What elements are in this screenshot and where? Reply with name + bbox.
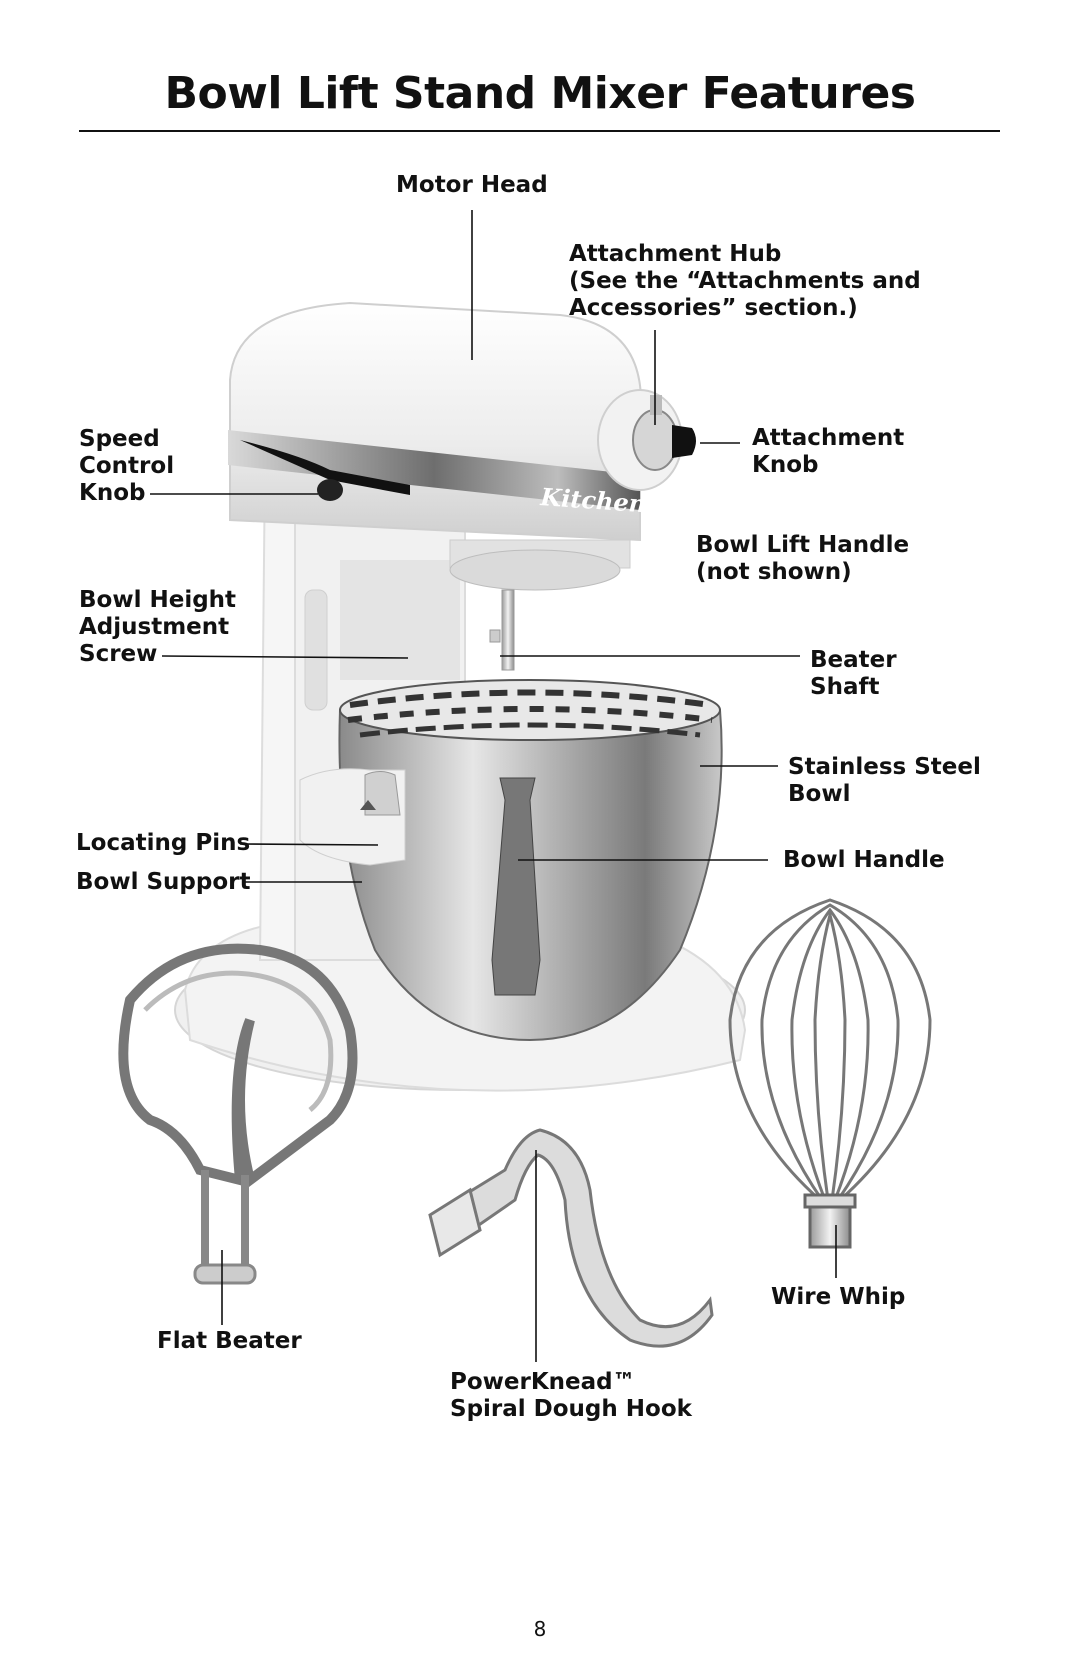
label-locating-pins: Locating Pins: [76, 830, 251, 856]
page-title: Bowl Lift Stand Mixer Features: [164, 68, 916, 119]
label-bowl-height-adjustment-screw: Bowl Height Adjustment Screw: [79, 587, 237, 667]
title-rule: [79, 130, 1000, 132]
bowl-handle: [491, 777, 541, 996]
label-motor-head: Motor Head: [396, 172, 548, 198]
leader-locating-pins: [239, 843, 379, 846]
wire-whip: [728, 898, 932, 1249]
label-beater-shaft: Beater Shaft: [810, 647, 897, 700]
leader-lines: [150, 210, 837, 1362]
attachment-hub: [597, 389, 696, 491]
label-bowl-support: Bowl Support: [76, 869, 251, 895]
label-wire-whip: Wire Whip: [771, 1284, 906, 1310]
flat-beater: [118, 943, 358, 1285]
label-flat-beater: Flat Beater: [157, 1328, 302, 1354]
dough-hook: [428, 1128, 714, 1348]
label-dough-hook: PowerKnead™ Spiral Dough Hook: [450, 1369, 692, 1422]
label-bowl-handle: Bowl Handle: [783, 847, 945, 873]
label-attachment-hub: Attachment Hub (See the “Attachments and…: [569, 241, 921, 321]
beater-shaft: [489, 589, 515, 671]
label-speed-control-knob: Speed Control Knob: [79, 426, 175, 506]
attachment-knob: [672, 425, 696, 458]
label-stainless-steel-bowl: Stainless Steel Bowl: [788, 754, 981, 807]
label-bowl-lift-handle: Bowl Lift Handle (not shown): [696, 532, 910, 585]
locating-pin: [360, 800, 376, 810]
leader-bowl-height-screw: [161, 655, 409, 659]
page-number: 8: [533, 1617, 547, 1641]
steel-bowl: [299, 679, 723, 1042]
speed-knob: [317, 479, 343, 501]
label-attachment-knob: Attachment Knob: [752, 425, 905, 478]
